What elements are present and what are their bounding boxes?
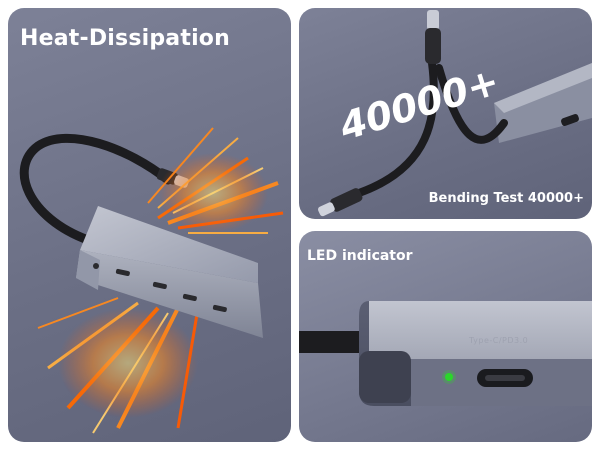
usb-c-connector-top xyxy=(425,10,441,64)
heat-rays-upper xyxy=(147,127,284,234)
cable-loop xyxy=(355,59,438,197)
heat-dissipation-title: Heat-Dissipation xyxy=(20,26,230,51)
heat-hub-illustration xyxy=(19,127,284,434)
hub-top-surface xyxy=(369,301,592,359)
led-hub-closeup xyxy=(299,301,592,406)
bending-test-caption: Bending Test 40000+ xyxy=(428,191,584,206)
usb-cable xyxy=(19,133,173,245)
heat-rays-lower xyxy=(37,297,200,434)
led-indicator-title: LED indicator xyxy=(307,248,413,264)
usb-c-connector-bottom xyxy=(317,188,363,217)
usb-hub-corner xyxy=(494,63,592,143)
usb-hub-body xyxy=(76,206,263,338)
led-light xyxy=(445,373,453,381)
port-type-label: Type-C/PD3.0 xyxy=(469,336,529,345)
heat-dissipation-panel: Heat-Dissipation xyxy=(8,8,291,442)
hub-end-cap xyxy=(359,351,411,403)
bending-test-panel: 40000+ Bending Test 40000+ xyxy=(299,8,592,219)
led-indicator-panel: LED indicator Type-C/PD3.0 xyxy=(299,231,592,442)
bending-cable-illustration xyxy=(317,10,592,217)
